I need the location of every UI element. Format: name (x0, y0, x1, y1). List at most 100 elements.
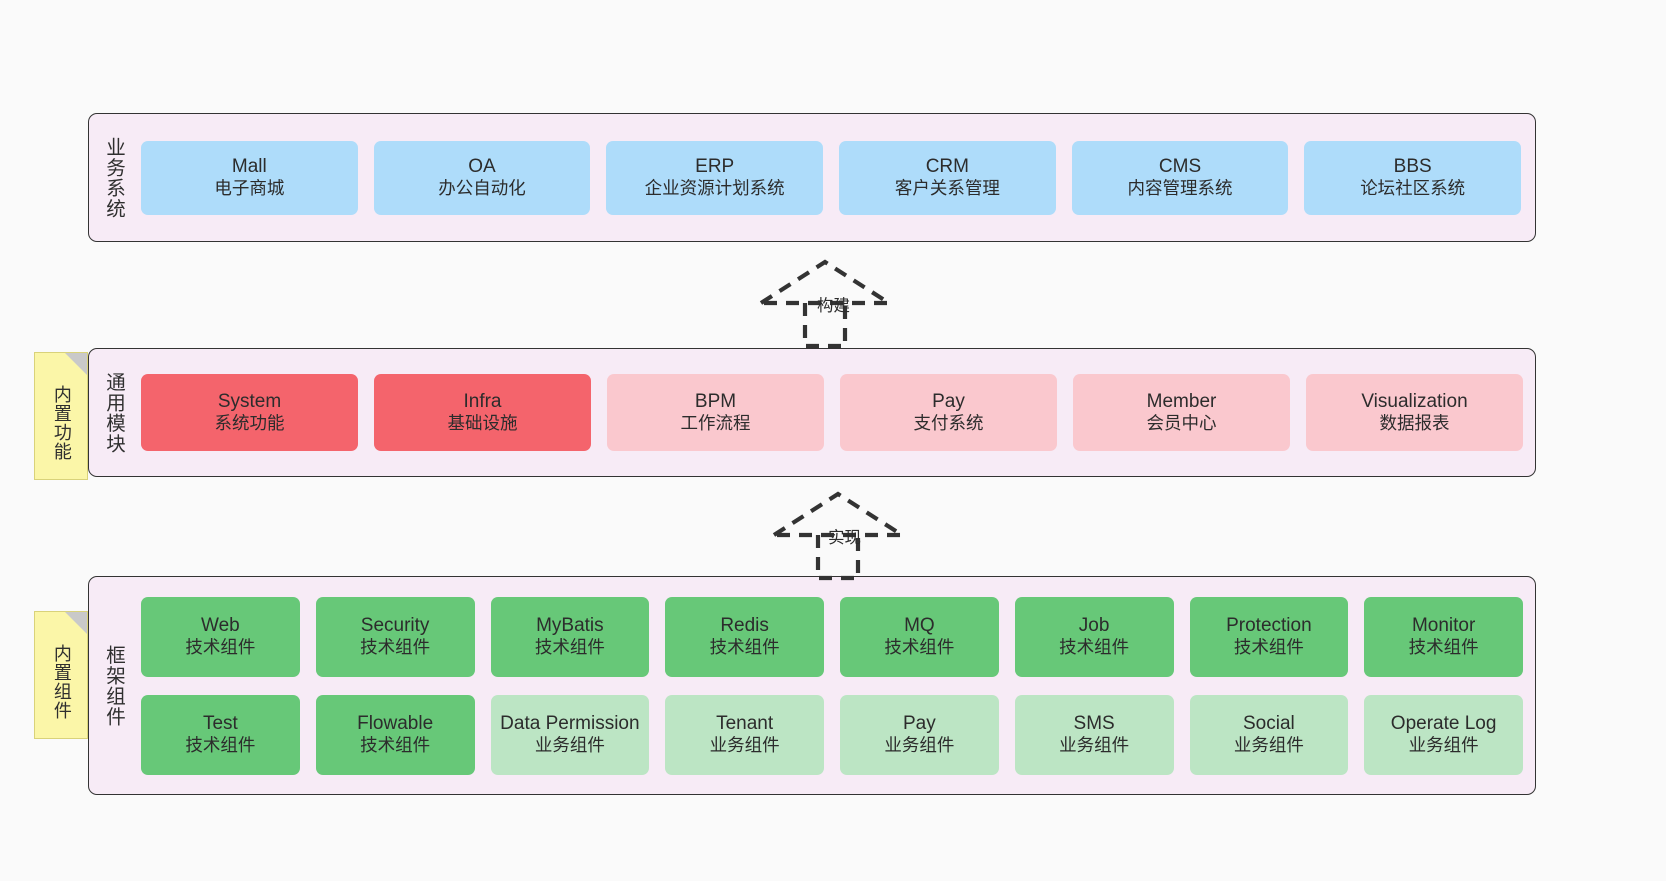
node-operate-log[interactable]: Operate Log 业务组件 (1364, 694, 1523, 775)
layer-row: Web 技术组件 Security 技术组件 MyBatis 技术组件 Redi… (141, 596, 1523, 677)
layer-body-business-system: Mall 电子商城 OA 办公自动化 ERP 企业资源计划系统 CRM 客户关系… (137, 114, 1535, 241)
sticky-note-builtin-functions: 内置功能 (34, 352, 88, 480)
node-name: MyBatis (536, 615, 604, 637)
node-desc: 技术组件 (709, 637, 780, 658)
node-protection[interactable]: Protection 技术组件 (1189, 596, 1349, 677)
node-desc: 支付系统 (913, 413, 984, 434)
node-member[interactable]: Member 会员中心 (1073, 374, 1290, 451)
node-security[interactable]: Security 技术组件 (315, 596, 475, 677)
node-name: Visualization (1361, 391, 1468, 413)
node-system[interactable]: System 系统功能 (141, 374, 358, 451)
node-desc: 业务组件 (709, 735, 780, 756)
node-desc: 技术组件 (1408, 637, 1479, 658)
node-mall[interactable]: Mall 电子商城 (141, 140, 358, 215)
node-name: Pay (932, 391, 965, 413)
node-mybatis[interactable]: MyBatis 技术组件 (490, 596, 650, 677)
node-desc: 技术组件 (1233, 637, 1304, 658)
layer-body-framework-components: Web 技术组件 Security 技术组件 MyBatis 技术组件 Redi… (137, 577, 1535, 794)
node-name: Redis (720, 615, 769, 637)
node-desc: 论坛社区系统 (1360, 178, 1466, 199)
node-name: Test (202, 713, 238, 735)
node-name: OA (468, 156, 496, 178)
layer-title-common-modules: 通用模块 (102, 371, 125, 454)
node-desc: 会员中心 (1146, 413, 1217, 434)
node-name: MQ (904, 615, 935, 637)
layer-framework-components: 框架组件 Web 技术组件 Security 技术组件 MyBatis 技术组件… (88, 576, 1536, 795)
node-pay-module[interactable]: Pay 支付系统 (840, 374, 1057, 451)
node-desc: 客户关系管理 (894, 178, 1000, 199)
node-desc: 电子商城 (214, 178, 285, 199)
node-desc: 技术组件 (534, 637, 605, 658)
node-name: Protection (1226, 615, 1312, 637)
node-desc: 业务组件 (1059, 735, 1130, 756)
node-pay-component[interactable]: Pay 业务组件 (840, 694, 999, 775)
node-job[interactable]: Job 技术组件 (1014, 596, 1174, 677)
node-social[interactable]: Social 业务组件 (1189, 694, 1349, 775)
node-name: Monitor (1411, 615, 1476, 637)
layer-body-common-modules: System 系统功能 Infra 基础设施 BPM 工作流程 Pay 支付系统… (137, 349, 1535, 476)
node-name: CMS (1158, 156, 1202, 178)
node-desc: 技术组件 (185, 637, 256, 658)
node-sms[interactable]: SMS 业务组件 (1014, 694, 1174, 775)
node-desc: 技术组件 (185, 735, 256, 756)
node-desc: 业务组件 (534, 735, 605, 756)
node-desc: 业务组件 (1233, 735, 1304, 756)
node-desc: 技术组件 (884, 637, 955, 658)
sticky-note-text: 内置功能 (51, 385, 72, 461)
sticky-note-builtin-components: 内置组件 (34, 611, 88, 739)
node-desc: 技术组件 (360, 735, 431, 756)
node-name: Member (1146, 391, 1217, 413)
connector-label-build: 构建 (817, 297, 850, 315)
connector-arrow-up-icon (753, 259, 897, 349)
node-name: System (217, 391, 282, 413)
node-data-permission[interactable]: Data Permission 业务组件 (490, 694, 650, 775)
node-flowable[interactable]: Flowable 技术组件 (315, 694, 475, 775)
layer-title-business-system: 业务系统 (102, 136, 125, 219)
node-name: Social (1243, 713, 1295, 735)
node-name: Mall (231, 156, 267, 178)
node-oa[interactable]: OA 办公自动化 (373, 140, 591, 215)
layer-row: Mall 电子商城 OA 办公自动化 ERP 企业资源计划系统 CRM 客户关系… (141, 140, 1522, 215)
node-test[interactable]: Test 技术组件 (141, 694, 300, 775)
node-desc: 企业资源计划系统 (644, 178, 785, 199)
layer-row: System 系统功能 Infra 基础设施 BPM 工作流程 Pay 支付系统… (141, 374, 1523, 451)
layer-business-system: 业务系统 Mall 电子商城 OA 办公自动化 ERP 企业资源计划系统 CRM… (88, 113, 1536, 242)
node-name: BPM (694, 391, 737, 413)
layer-common-modules: 通用模块 System 系统功能 Infra 基础设施 BPM 工作流程 Pay… (88, 348, 1536, 477)
node-desc: 系统功能 (214, 413, 285, 434)
node-desc: 办公自动化 (438, 178, 526, 199)
node-mq[interactable]: MQ 技术组件 (840, 596, 999, 677)
node-desc: 技术组件 (360, 637, 431, 658)
node-web[interactable]: Web 技术组件 (141, 596, 300, 677)
node-tenant[interactable]: Tenant 业务组件 (665, 694, 824, 775)
node-bbs[interactable]: BBS 论坛社区系统 (1304, 140, 1522, 215)
node-infra[interactable]: Infra 基础设施 (374, 374, 591, 451)
node-desc: 数据报表 (1379, 413, 1450, 434)
node-visualization[interactable]: Visualization 数据报表 (1306, 374, 1523, 451)
node-desc: 工作流程 (680, 413, 751, 434)
node-bpm[interactable]: BPM 工作流程 (607, 374, 824, 451)
node-crm[interactable]: CRM 客户关系管理 (839, 140, 1056, 215)
node-erp[interactable]: ERP 企业资源计划系统 (606, 140, 824, 215)
node-name: Web (201, 615, 240, 637)
connector-arrow-up-icon (766, 491, 910, 581)
node-name: CRM (925, 156, 969, 178)
node-name: SMS (1073, 713, 1115, 735)
layer-row: Test 技术组件 Flowable 技术组件 Data Permission … (141, 694, 1523, 775)
node-cms[interactable]: CMS 内容管理系统 (1071, 140, 1289, 215)
node-name: Security (360, 615, 430, 637)
node-redis[interactable]: Redis 技术组件 (665, 596, 824, 677)
node-name: Infra (463, 391, 502, 413)
node-name: Pay (903, 713, 936, 735)
node-desc: 业务组件 (1408, 735, 1479, 756)
node-name: BBS (1393, 156, 1432, 178)
node-desc: 业务组件 (884, 735, 955, 756)
node-monitor[interactable]: Monitor 技术组件 (1364, 596, 1523, 677)
node-desc: 内容管理系统 (1127, 178, 1233, 199)
connector-build: 构建 (753, 258, 917, 349)
sticky-note-text: 内置组件 (51, 644, 72, 720)
node-name: ERP (695, 156, 735, 178)
layer-title-framework-components: 框架组件 (102, 644, 125, 727)
node-name: Job (1078, 615, 1110, 637)
